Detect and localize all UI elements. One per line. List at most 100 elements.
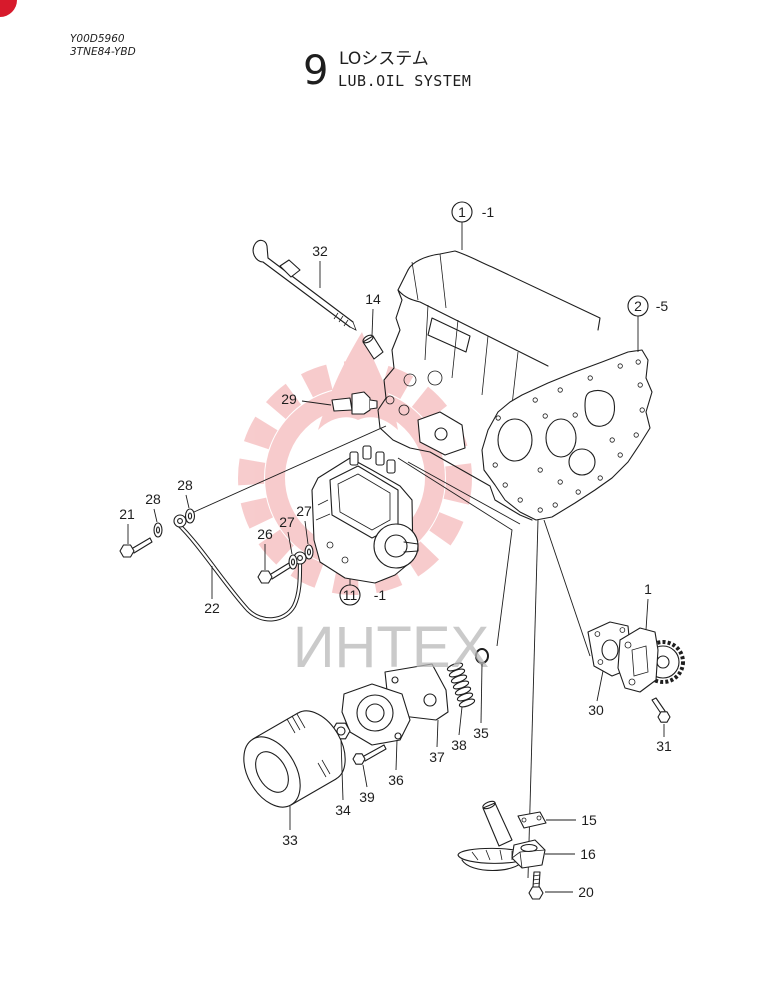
delivery-valve	[349, 451, 359, 466]
gear-case-plate	[481, 349, 653, 521]
bolt-head	[528, 886, 544, 900]
switch-hex	[351, 391, 371, 415]
block-front-face	[377, 289, 533, 521]
leader-line	[362, 764, 368, 788]
bolt-shaft	[363, 744, 387, 762]
leader-line	[371, 308, 374, 337]
filter-head-bolt-hole	[394, 732, 402, 740]
switch-body	[331, 397, 353, 412]
plate-hole	[584, 389, 616, 427]
gasket-center-hole	[601, 639, 619, 661]
section-title-jp: LOシステム	[339, 49, 429, 69]
callout-label: 15	[581, 812, 597, 828]
dipstick-gauge	[333, 312, 357, 331]
bolt-head	[352, 753, 366, 765]
leader-line	[645, 598, 649, 631]
pipe-inner	[177, 523, 302, 621]
bolt-shaft	[651, 697, 666, 713]
bolt-head	[657, 711, 671, 723]
callout-38: 38	[451, 706, 467, 753]
oil-pressure-switch	[331, 391, 378, 415]
engine-model: 3TNE84-YBD	[70, 46, 136, 58]
ref-suffix: -1	[374, 587, 387, 603]
callout-label: 29	[281, 391, 297, 407]
leader-line	[397, 457, 513, 647]
o-ring	[475, 648, 489, 664]
leader-line	[407, 461, 521, 525]
strainer-gasket-15	[517, 811, 547, 829]
assembly-ref-injection-pump: 11 -1	[339, 579, 387, 606]
document-code: Y00D5960	[70, 33, 125, 45]
watermark-text: ИНТЕХ	[293, 615, 489, 680]
bolt-shaft	[270, 562, 292, 580]
washer	[304, 544, 314, 560]
leader-line	[340, 739, 344, 801]
filter-grip-ribs	[286, 713, 331, 778]
callout-37: 37	[429, 719, 445, 765]
dipstick-rod	[262, 257, 354, 328]
bolt-39	[352, 744, 387, 765]
leader-line	[304, 520, 309, 545]
pump-housing	[617, 627, 659, 693]
corner-mark	[0, 0, 17, 17]
washer-27-right	[304, 544, 314, 560]
strainer-mesh	[471, 849, 513, 861]
pump-drive-flange	[373, 523, 419, 569]
leader-line	[543, 519, 591, 657]
washer-28-lower	[153, 522, 163, 538]
ref-number: 1	[458, 204, 466, 220]
bolt-head	[257, 570, 273, 584]
callout-label: 39	[359, 789, 375, 805]
pump-bolt-31	[651, 697, 671, 723]
switch-thread	[369, 399, 378, 410]
filter-body-edges	[252, 712, 337, 806]
delivery-valve	[386, 459, 396, 474]
banjo-hole	[177, 518, 183, 524]
cylinder-block	[377, 250, 601, 521]
callout-39: 39	[359, 764, 375, 805]
strainer-pipe	[482, 802, 513, 847]
pump-fixing-bolts	[315, 499, 349, 564]
tube-end	[362, 334, 374, 344]
plate-hole	[545, 418, 577, 458]
leader-line	[287, 531, 293, 555]
banjo-joint-upper	[173, 514, 187, 528]
spring-coil	[458, 698, 476, 708]
oil-strainer	[457, 800, 529, 871]
callout-label: 33	[282, 832, 298, 848]
o-ring-35	[475, 648, 489, 664]
callout-20: 20	[545, 884, 594, 900]
filter-front-face	[243, 736, 301, 808]
callout-26: 26	[257, 526, 273, 570]
washer-hole	[187, 512, 193, 520]
callout-label: 27	[279, 514, 295, 530]
filter-front-ring	[255, 751, 289, 793]
document-header: Y00D5960 3TNE84-YBD	[70, 33, 136, 58]
callout-36: 36	[388, 739, 404, 788]
nut-hole	[336, 726, 346, 736]
washer-hole	[306, 548, 312, 556]
washer-27-left	[288, 554, 298, 570]
ref-suffix: -1	[482, 204, 495, 220]
oil-filter-33	[243, 710, 346, 808]
callout-label: 28	[177, 477, 193, 493]
bolt-20	[528, 871, 544, 900]
callout-31: 31	[656, 724, 672, 754]
leader-line	[193, 425, 387, 513]
leader-line	[185, 494, 190, 509]
washer	[153, 522, 163, 538]
callout-label: 35	[473, 725, 489, 741]
callout-label: 36	[388, 772, 404, 788]
bolt-shaft	[132, 537, 153, 554]
callout-label: 14	[365, 291, 381, 307]
ref-circle	[339, 584, 361, 606]
assembly-lines	[193, 425, 591, 879]
assembly-ref-block: 1 -1	[451, 201, 495, 250]
gasket-bolt-holes	[594, 627, 628, 671]
callout-30: 30	[588, 670, 604, 718]
leader-line	[301, 400, 332, 406]
bolt-head	[119, 544, 135, 558]
strainer-pipe-end	[482, 800, 496, 810]
callout-22: 22	[204, 566, 220, 616]
delivery-valve	[362, 445, 372, 460]
